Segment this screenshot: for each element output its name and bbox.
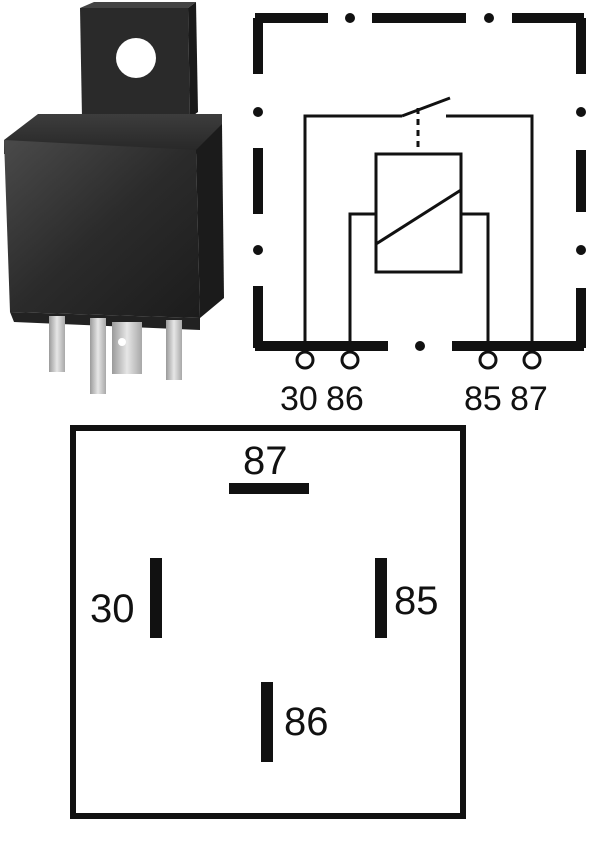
relay-pin [112,322,142,374]
terminal-30 [295,350,315,370]
pin-bar-85 [375,558,387,638]
footprint-outline [70,425,466,819]
schematic-labels: 30 86 85 87 [280,380,548,418]
schematic-wires [303,96,534,352]
terminal-label-85: 85 [464,380,502,418]
switch-contact [401,96,451,118]
relay-body [4,140,200,318]
relay-pin [49,316,65,372]
relay-pin [166,320,182,380]
relay-schematic [253,13,586,370]
relay-pins [49,316,182,394]
relay-pin [90,318,106,394]
relay-photo [4,2,224,394]
terminal-87 [522,350,542,370]
terminal-label-30: 30 [280,380,318,418]
pin-footprint: 87 30 85 86 [70,425,466,819]
terminal-label-86: 86 [326,380,364,418]
terminal-85 [478,350,498,370]
housing-outline [253,13,586,351]
pin-bar-30 [150,558,162,638]
housing-dots [253,13,586,351]
pin-label-30: 30 [90,587,135,631]
schematic-terminals [295,350,542,370]
pin-label-86: 86 [284,700,329,744]
terminal-86 [340,350,360,370]
pin-bar-86 [261,682,273,762]
coil-diagonal [375,188,462,246]
coil-box [374,152,463,274]
terminal-label-87: 87 [510,380,548,418]
mounting-hole [116,38,156,78]
pin-bar-87 [229,483,309,494]
pin-label-87: 87 [243,439,288,483]
pin-label-85: 85 [394,579,439,623]
